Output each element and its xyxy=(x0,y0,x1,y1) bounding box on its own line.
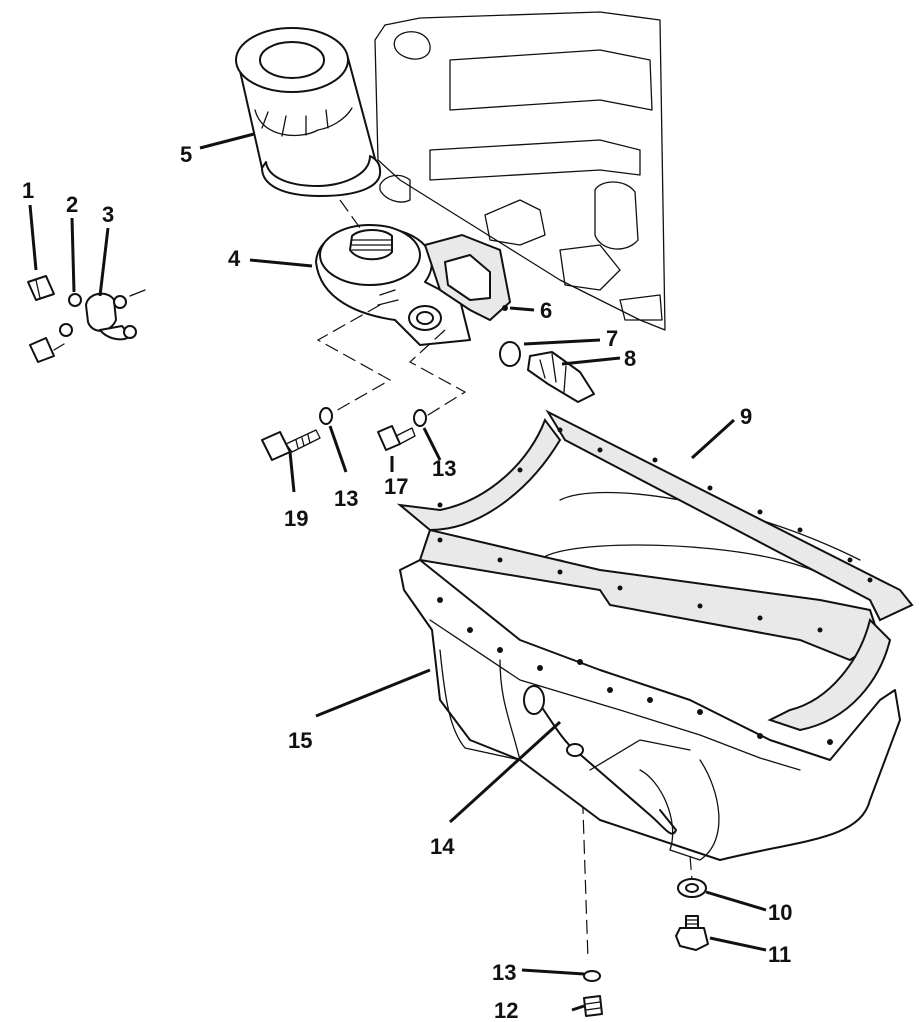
fasteners xyxy=(261,407,603,1017)
gasket-holes xyxy=(437,427,873,633)
callout-12: 12 xyxy=(494,998,518,1022)
callout-11: 11 xyxy=(768,942,791,967)
pan-gasket xyxy=(396,409,914,732)
engine-block xyxy=(374,11,666,331)
callout-8: 8 xyxy=(624,346,636,371)
callout-13-bottom: 13 xyxy=(492,960,516,985)
callout-3: 3 xyxy=(102,202,114,227)
callout-14: 14 xyxy=(430,834,455,859)
callout-10: 10 xyxy=(768,900,792,925)
callout-13-right: 13 xyxy=(432,456,456,481)
filter-adapter xyxy=(315,224,471,346)
callout-labels: 1 2 3 4 5 6 7 8 9 10 11 12 13 13 13 14 1… xyxy=(22,142,792,1022)
callout-9: 9 xyxy=(740,404,752,429)
callout-1: 1 xyxy=(22,178,34,203)
callout-15: 15 xyxy=(288,728,312,753)
pressure-sender xyxy=(499,341,595,403)
adapter-gasket xyxy=(423,233,512,322)
leader-lines xyxy=(28,132,767,1012)
callout-19: 19 xyxy=(284,506,308,531)
callout-2: 2 xyxy=(66,192,78,217)
bracket-assembly xyxy=(27,275,146,363)
callout-17: 17 xyxy=(384,474,408,499)
drain-plug xyxy=(675,878,709,951)
callout-5: 5 xyxy=(180,142,192,167)
callout-6: 6 xyxy=(540,298,552,323)
oil-filter xyxy=(235,27,382,197)
callout-7: 7 xyxy=(606,326,618,351)
callout-13-left: 13 xyxy=(334,486,358,511)
callout-4: 4 xyxy=(228,246,241,271)
